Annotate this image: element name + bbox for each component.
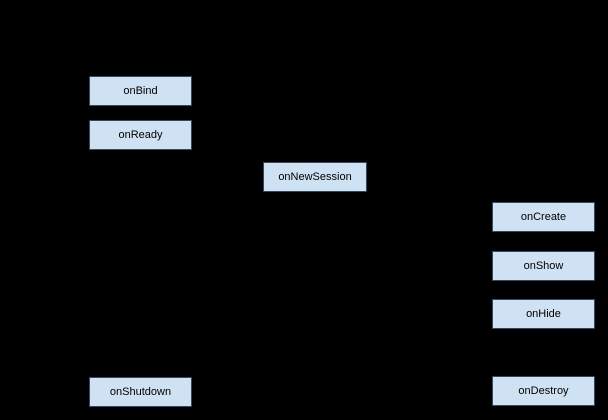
- node-onnewsession: onNewSession: [263, 162, 367, 192]
- node-label: onShutdown: [109, 385, 172, 398]
- node-onready: onReady: [89, 120, 192, 150]
- node-label: onNewSession: [278, 170, 352, 183]
- node-onshutdown: onShutdown: [89, 377, 192, 407]
- node-onshow: onShow: [492, 251, 595, 281]
- node-label: onReady: [118, 128, 163, 141]
- node-label: onHide: [526, 307, 561, 320]
- node-ondestroy: onDestroy: [492, 376, 595, 406]
- node-oncreate: onCreate: [492, 202, 595, 232]
- node-label: onDestroy: [518, 384, 569, 397]
- node-onbind: onBind: [89, 76, 192, 106]
- node-label: onCreate: [520, 210, 567, 223]
- node-label: onBind: [123, 84, 158, 97]
- node-label: onShow: [523, 259, 564, 272]
- node-onhide: onHide: [492, 299, 595, 329]
